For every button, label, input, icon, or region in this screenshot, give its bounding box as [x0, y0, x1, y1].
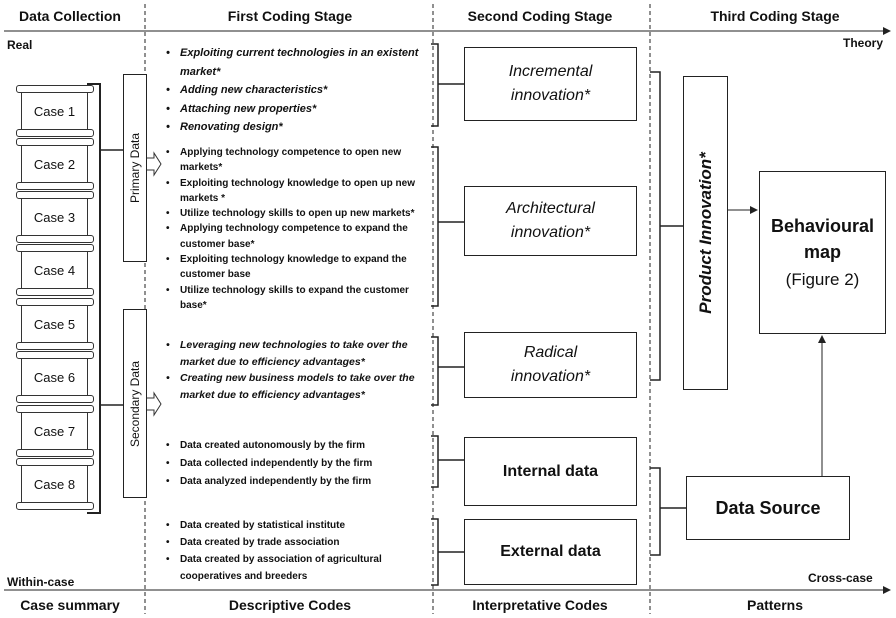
- footer-case-summary: Case summary: [20, 597, 120, 613]
- primary-data-label: Primary Data: [128, 132, 143, 204]
- incremental-innovation-label: Incremental innovation*: [508, 63, 593, 104]
- behavioural-map-box: Behavioural map (Figure 2): [759, 171, 886, 334]
- case-scroll: Case 8: [16, 458, 94, 510]
- list-item: Data analyzed independently by the firm: [166, 473, 428, 491]
- case-scroll: Case 1: [16, 85, 94, 137]
- footer-interpretative-codes: Interpretative Codes: [472, 597, 608, 613]
- second-stage-brackets: [650, 71, 661, 556]
- radical-innovation-label: Radical innovation*: [510, 344, 591, 385]
- list-item: Attaching new properties*: [166, 100, 428, 119]
- list-item: Applying technology competence to expand…: [166, 221, 428, 252]
- axis-label-real: Real: [7, 38, 33, 52]
- list-item: Renovating design*: [166, 118, 428, 137]
- behavioural-map-label: Behavioural map: [770, 215, 875, 262]
- header-data-collection: Data Collection: [19, 8, 121, 24]
- header-second-coding-stage: Second Coding Stage: [467, 8, 613, 24]
- list-item: Data created by statistical institute: [166, 517, 428, 534]
- internal-data-label: Internal data: [502, 462, 599, 480]
- figure-reference-label: (Figure 2): [785, 269, 860, 289]
- list-item: Data created by association of agricultu…: [166, 551, 428, 585]
- secondary-data-box: Secondary Data: [123, 309, 147, 498]
- list-item: Leveraging new technologies to take over…: [166, 337, 430, 370]
- list-item: Creating new business models to take ove…: [166, 370, 430, 403]
- cases-bracket: [87, 83, 101, 514]
- case-scroll: Case 5: [16, 298, 94, 350]
- data-source-box: Data Source: [686, 476, 850, 540]
- incremental-innovation-box: Incremental innovation*: [464, 47, 637, 121]
- case-scroll: Case 6: [16, 351, 94, 403]
- axis-label-theory: Theory: [843, 36, 884, 50]
- external-data-box: External data: [464, 519, 637, 585]
- primary-data-box: Primary Data: [123, 74, 147, 262]
- secondary-data-label: Secondary Data: [128, 360, 142, 447]
- list-item: Utilize technology skills to open up new…: [166, 206, 428, 222]
- internal-data-box: Internal data: [464, 437, 637, 506]
- radical-innovation-box: Radical innovation*: [464, 332, 637, 398]
- list-item: Utilize technology skills to expand the …: [166, 283, 428, 314]
- footer-descriptive-codes: Descriptive Codes: [228, 597, 352, 613]
- first-stage-brackets: [431, 43, 439, 586]
- secondary-pointer-arrow: [145, 391, 162, 417]
- list-item: Data created autonomously by the firm: [166, 437, 428, 455]
- list-item: Exploiting current technologies in an ex…: [166, 44, 428, 81]
- architectural-code-list: Applying technology competence to open n…: [166, 145, 428, 313]
- list-item: Exploiting technology knowledge to expan…: [166, 252, 428, 283]
- list-item: Applying technology competence to open n…: [166, 145, 428, 176]
- header-first-coding-stage: First Coding Stage: [227, 8, 353, 24]
- list-item: Exploiting technology knowledge to open …: [166, 176, 428, 207]
- case-scroll: Case 2: [16, 138, 94, 190]
- product-innovation-label: Product Innovation*: [695, 152, 715, 314]
- external-data-label: External data: [500, 543, 601, 560]
- list-item: Adding new characteristics*: [166, 81, 428, 100]
- primary-pointer-arrow: [145, 151, 162, 177]
- radical-code-list: Leveraging new technologies to take over…: [166, 337, 430, 403]
- header-third-coding-stage: Third Coding Stage: [710, 8, 840, 24]
- list-item: Data collected independently by the firm: [166, 455, 428, 473]
- list-item: Data created by trade association: [166, 534, 428, 551]
- axis-label-within-case: Within-case: [7, 575, 75, 589]
- architectural-innovation-label: Architectural innovation*: [506, 200, 595, 241]
- external-code-list: Data created by statistical institute Da…: [166, 517, 428, 585]
- case-scroll: Case 7: [16, 405, 94, 457]
- footer-patterns: Patterns: [746, 597, 804, 613]
- case-scroll: Case 3: [16, 191, 94, 243]
- axis-label-cross-case: Cross-case: [808, 571, 873, 585]
- internal-code-list: Data created autonomously by the firm Da…: [166, 437, 428, 491]
- case-scroll: Case 4: [16, 244, 94, 296]
- incremental-code-list: Exploiting current technologies in an ex…: [166, 44, 428, 137]
- product-innovation-box: Product Innovation*: [683, 76, 728, 390]
- architectural-innovation-box: Architectural innovation*: [464, 186, 637, 256]
- data-source-label: Data Source: [715, 497, 821, 518]
